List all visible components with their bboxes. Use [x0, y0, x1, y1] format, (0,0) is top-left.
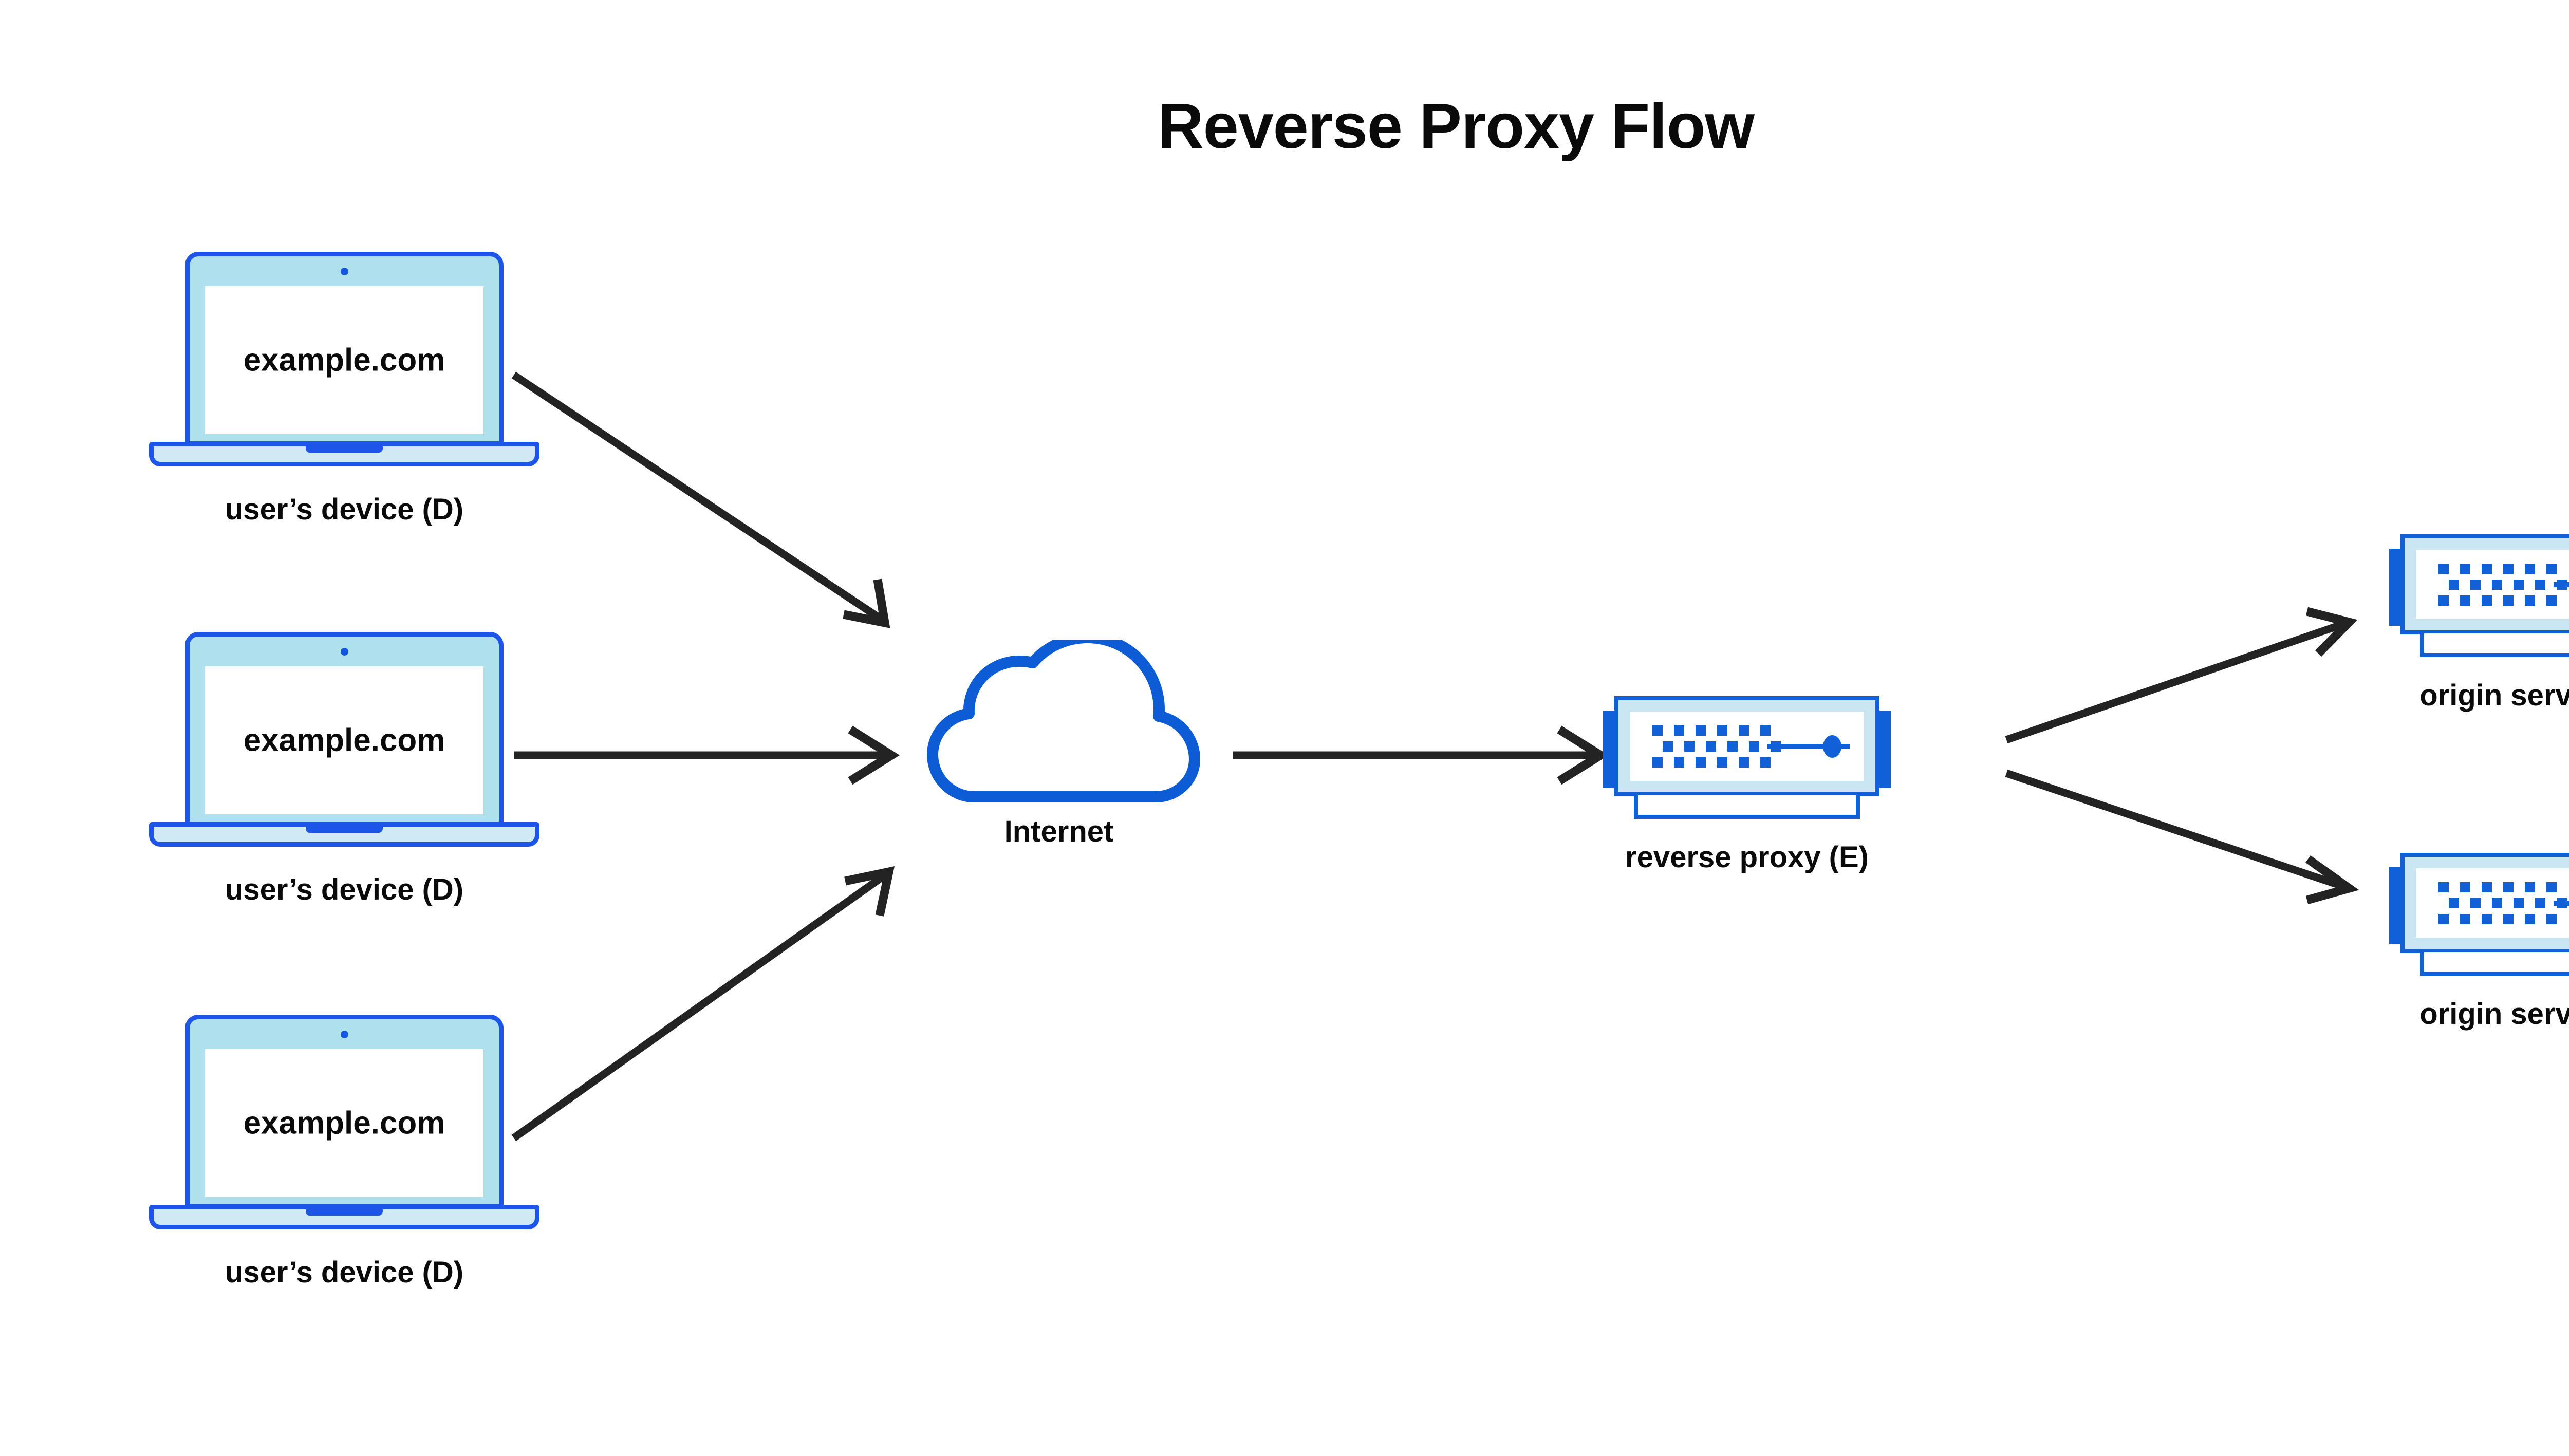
- webcam-icon: [341, 268, 348, 275]
- laptop-screen: example.com: [205, 286, 483, 434]
- laptop-lid: example.com: [185, 252, 504, 446]
- node-caption: user’s device (D): [225, 873, 464, 906]
- laptop-base-lip: [306, 826, 383, 833]
- laptop-screen: example.com: [205, 666, 483, 814]
- server-body: [2400, 853, 2569, 953]
- edge-proxy-to-origin2: [2005, 769, 2359, 905]
- laptop-icon: example.com: [149, 632, 539, 848]
- edge-device2-to-internet: [514, 725, 900, 785]
- laptop-screen: example.com: [205, 1049, 483, 1197]
- cloud-icon: [922, 632, 1200, 809]
- server-vent-dots: [2438, 882, 2567, 924]
- screen-url-text: example.com: [243, 722, 445, 758]
- server-icon: [2389, 853, 2569, 976]
- server-shelf: [1634, 795, 1860, 819]
- node-caption: reverse proxy (E): [1625, 841, 1869, 874]
- node-caption: user’s device (D): [225, 1256, 464, 1289]
- server-body: [2400, 534, 2569, 634]
- edge-device1-to-internet: [511, 371, 890, 628]
- laptop-base: [149, 822, 539, 847]
- laptop-icon: example.com: [149, 1015, 539, 1230]
- server-vent-dots: [2438, 563, 2567, 606]
- server-shelf: [2420, 952, 2569, 976]
- server-body: [1614, 696, 1879, 796]
- server-status-line: [2554, 582, 2569, 587]
- laptop-base: [149, 1205, 539, 1229]
- laptop-base-lip: [306, 445, 383, 453]
- laptop-base-lip: [306, 1208, 383, 1216]
- node-caption: origin server (F): [2419, 679, 2569, 712]
- laptop-icon: example.com: [149, 252, 539, 468]
- laptop-lid: example.com: [185, 632, 504, 826]
- server-shelf: [2420, 633, 2569, 657]
- screen-url-text: example.com: [243, 342, 445, 378]
- laptop-lid: example.com: [185, 1015, 504, 1209]
- edge-device3-to-internet: [511, 866, 895, 1142]
- server-status-line: [2554, 900, 2569, 906]
- server-vent-dots: [1652, 725, 1781, 768]
- server-icon: [1603, 696, 1891, 819]
- node-caption: origin server (F): [2419, 997, 2569, 1031]
- screen-url-text: example.com: [243, 1105, 445, 1141]
- edge-proxy-to-origin1: [2005, 607, 2358, 744]
- node-caption: user’s device (D): [225, 493, 464, 526]
- node-caption: Internet: [1004, 815, 1114, 848]
- webcam-icon: [341, 648, 348, 656]
- server-led-icon: [1823, 735, 1841, 758]
- edge-internet-to-proxy: [1233, 725, 1609, 785]
- server-panel: [2416, 868, 2569, 938]
- server-status-line: [1767, 743, 1850, 749]
- server-panel: [2416, 550, 2569, 619]
- webcam-icon: [341, 1031, 348, 1038]
- server-panel: [1630, 712, 1864, 781]
- laptop-base: [149, 442, 539, 466]
- page-title: Reverse Proxy Flow: [1158, 91, 1755, 162]
- server-icon: [2389, 534, 2569, 658]
